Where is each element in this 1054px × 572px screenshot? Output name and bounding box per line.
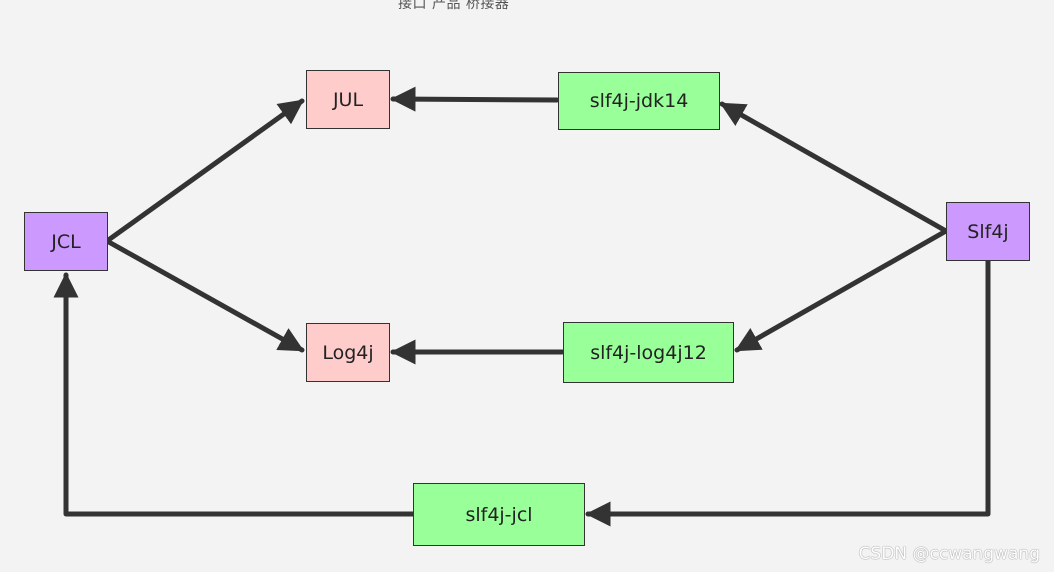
node-jul: JUL: [306, 70, 390, 129]
top-text-fragment: 接口 产品 桥接器: [398, 0, 510, 12]
node-log4j: Log4j: [306, 323, 390, 382]
edge-slf4j-to-slf4j-jcl: [585, 258, 991, 527]
node-jcl: JCL: [24, 212, 108, 271]
edge-slf4j-to-slf4j-log4j12: [734, 228, 949, 353]
csdn-watermark: CSDN @ccwangwang: [858, 544, 1040, 564]
node-slf4j-jcl: slf4j-jcl: [413, 483, 585, 546]
node-slf4j: Slf4j: [946, 202, 1030, 261]
edge-jcl-to-jul: [104, 98, 305, 244]
edge-slf4j-jcl-to-jcl: [53, 272, 416, 517]
edge-jcl-to-log4j: [104, 238, 305, 353]
edge-slf4j-jdk14-to-jul: [390, 86, 560, 112]
node-slf4j-jdk14: slf4j-jdk14: [558, 72, 720, 130]
node-slf4j-log4j12: slf4j-log4j12: [563, 322, 734, 383]
edge-slf4j-to-slf4j-jdk14: [719, 101, 949, 234]
